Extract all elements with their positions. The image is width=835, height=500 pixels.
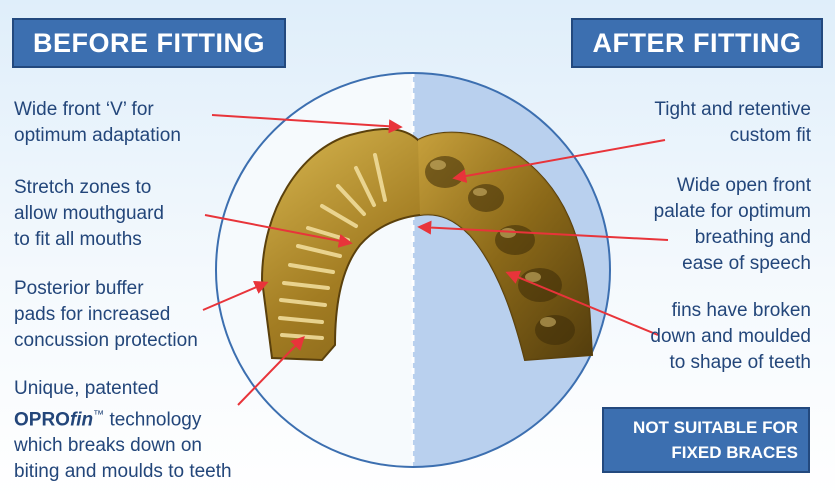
label-stretch-line1: Stretch zones to [14,177,152,198]
label-front-v: Wide front ‘V’ for optimum adaptation [14,97,181,149]
arrow-front-v [211,114,403,134]
arrow-oprofin [237,335,305,406]
label-fins-moulded: fins have broken down and moulded to sha… [650,298,811,376]
label-buffer-line3: concussion protection [14,330,198,351]
label-oprofin-technology: Unique, patented OPROfin™ technology whi… [14,376,232,485]
braces-warning-box: NOT SUITABLE FOR FIXED BRACES [602,407,810,473]
arrow-stretch-zones [204,214,353,248]
pointer-arrows [202,114,669,406]
label-stretch-zones: Stretch zones to allow mouthguard to fit… [14,175,164,253]
label-buffer-pads: Posterior buffer pads for increased conc… [14,276,198,354]
label-palate-line2: palate for optimum [653,201,811,222]
label-palate-line4: ease of speech [682,253,811,274]
label-fins-line2: down and moulded [650,326,811,347]
label-custom-fit-line1: Tight and retentive [654,99,811,120]
label-tech-line2: OPROfin™ technology [14,402,232,433]
label-front-v-line1: Wide front ‘V’ for [14,99,154,120]
brand-fin: fin [69,409,94,431]
label-palate-line3: breathing and [694,227,811,248]
label-tech-line1: Unique, patented [14,378,159,399]
arrow-buffer-pads [202,280,269,311]
braces-warning-line1: NOT SUITABLE FOR [633,418,798,437]
braces-warning-line2: FIXED BRACES [671,443,798,462]
label-palate-line1: Wide open front [676,175,811,196]
label-custom-fit: Tight and retentive custom fit [654,97,811,149]
label-open-palate: Wide open front palate for optimum breat… [654,173,811,277]
arrow-open-palate [417,220,669,241]
after-fitting-title: AFTER FITTING [571,18,823,68]
brand-opro: OPRO [14,409,70,431]
label-fins-line3: to shape of teeth [669,352,811,373]
before-fitting-title: BEFORE FITTING [12,18,286,68]
arrow-custom-fit [452,139,666,183]
trademark-symbol: ™ [93,409,105,421]
label-stretch-line2: allow mouthguard [14,203,164,224]
label-custom-fit-line2: custom fit [729,125,811,146]
arrow-fins-moulded [505,270,659,336]
label-tech-line4: biting and moulds to teeth [14,461,232,483]
label-fins-line1: fins have broken [671,300,811,321]
label-buffer-line1: Posterior buffer [14,278,144,299]
label-stretch-line3: to fit all mouths [14,229,142,250]
mouthguard-image [260,128,594,362]
label-buffer-line2: pads for increased [14,304,171,325]
label-tech-line3: which breaks down on [14,435,202,457]
label-front-v-line2: optimum adaptation [14,125,181,146]
label-tech-line2-rest: technology [104,409,202,431]
